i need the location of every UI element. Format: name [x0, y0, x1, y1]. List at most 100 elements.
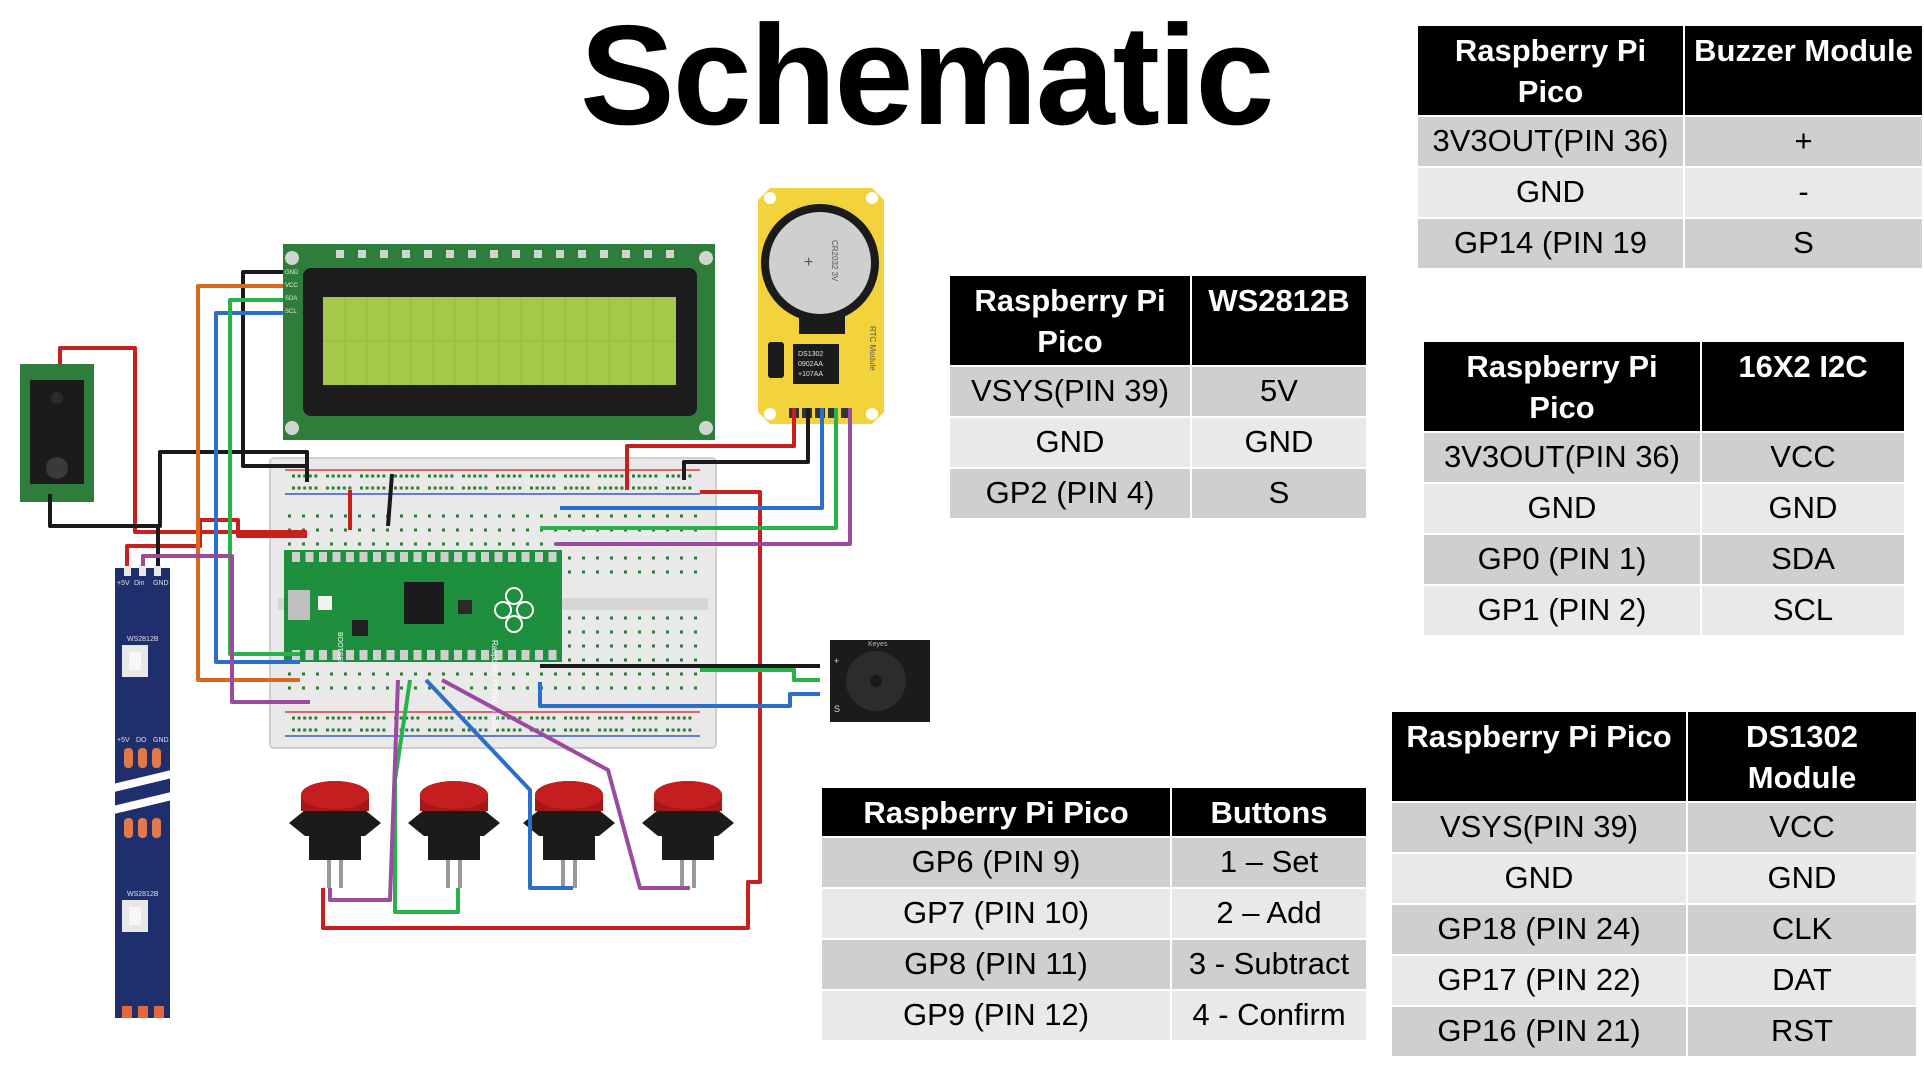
breadboard-hole	[666, 658, 669, 662]
cell-pico: VSYS(PIN 39)	[1390, 800, 1688, 854]
breadboard-hole	[501, 728, 505, 732]
breadboard-hole	[501, 716, 505, 720]
wire-blue-rtc-clk	[560, 408, 824, 510]
breadboard-hole	[473, 474, 477, 478]
breadboard-hole	[568, 658, 571, 662]
pico-pad	[481, 552, 489, 562]
wire-purple-rtc-rst	[556, 408, 852, 546]
cell-pico: VSYS(PIN 39)	[948, 364, 1192, 418]
table-row: GP1 (PIN 2)SCL	[1422, 583, 1906, 637]
breadboard-hole	[682, 486, 686, 490]
pico-pad	[494, 552, 503, 562]
breadboard-hole	[444, 474, 448, 478]
breadboard-hole	[654, 486, 658, 490]
breadboard-hole	[371, 474, 375, 478]
breadboard-hole	[530, 474, 533, 478]
breadboard-hole	[568, 616, 571, 620]
breadboard-hole	[326, 716, 329, 720]
raspberry-pi-pico: Raspberry Pi Pico ©2020 BOOTSEL	[284, 550, 562, 730]
pico-pad	[332, 552, 341, 562]
cell-module: S	[1683, 216, 1924, 270]
page-title: Schematic	[580, 0, 1274, 155]
cell-pico: GP18 (PIN 24)	[1390, 902, 1688, 956]
breadboard-hole	[575, 716, 579, 720]
breadboard-hole	[694, 644, 697, 648]
breadboard-hole	[414, 672, 417, 676]
breadboard-hole	[677, 486, 681, 490]
breadboard-hole	[652, 630, 655, 634]
breadboard-hole	[643, 486, 647, 490]
breadboard-hole	[569, 728, 573, 732]
cell-pico: 3V3OUT(PIN 36)	[1416, 114, 1685, 168]
pico-pad	[521, 650, 530, 660]
breadboard-hole	[410, 716, 414, 720]
breadboard-hole	[400, 542, 403, 546]
breadboard-hole	[568, 514, 571, 518]
breadboard-hole	[501, 486, 505, 490]
breadboard-hole	[360, 486, 363, 490]
breadboard-hole	[512, 728, 516, 732]
pico-pad	[400, 650, 408, 660]
cell-module: S	[1190, 466, 1368, 520]
breadboard-hole	[400, 514, 403, 518]
breadboard-hole	[348, 716, 352, 720]
lcd-header-pin	[424, 250, 432, 258]
button-2	[408, 781, 500, 888]
breadboard-hole	[582, 556, 585, 560]
breadboard-hole	[666, 716, 669, 720]
breadboard-hole	[442, 672, 445, 676]
breadboard-hole	[603, 716, 607, 720]
breadboard-hole	[568, 644, 571, 648]
pico-pad	[467, 552, 476, 562]
breadboard-hole	[682, 728, 686, 732]
breadboard-hole	[530, 716, 533, 720]
breadboard-hole	[546, 716, 550, 720]
breadboard-hole	[376, 716, 380, 720]
breadboard-hole	[316, 672, 319, 676]
strip-led-label: WS2812B	[127, 636, 159, 643]
breadboard-hole	[643, 728, 647, 732]
breadboard-hole	[358, 672, 361, 676]
lcd-pin-vcc: VCC	[285, 283, 298, 289]
breadboard-hole	[484, 728, 488, 732]
breadboard-hole	[501, 474, 505, 478]
breadboard-hole	[541, 474, 545, 478]
breadboard-hole	[637, 486, 641, 490]
breadboard-hole	[478, 486, 482, 490]
breadboard-hole	[694, 658, 697, 662]
breadboard-hole	[439, 474, 443, 478]
pico-pad	[400, 552, 408, 562]
breadboard-hole	[666, 644, 669, 648]
breadboard-hole	[342, 486, 346, 490]
breadboard-hole	[652, 514, 655, 518]
breadboard-hole	[439, 728, 443, 732]
breadboard-hole	[652, 686, 655, 690]
breadboard-hole	[456, 514, 459, 518]
cell-module: GND	[1190, 415, 1368, 469]
cell-module: RST	[1686, 1004, 1918, 1058]
breadboard-hole	[348, 486, 352, 490]
breadboard-hole	[358, 542, 361, 546]
header-pico: Raspberry Pi Pico	[820, 786, 1172, 838]
pico-label: Raspberry Pi Pico ©2020	[490, 640, 499, 730]
lcd-16x2: GND VCC SDA SCL	[283, 244, 715, 440]
breadboard-hole	[637, 474, 641, 478]
breadboard-hole	[680, 556, 683, 560]
breadboard-hole	[331, 474, 335, 478]
breadboard-hole	[496, 728, 499, 732]
breadboard-hole	[414, 514, 417, 518]
cell-pico: GP6 (PIN 9)	[820, 835, 1172, 889]
rtc-chip-code2: +107AA	[798, 371, 823, 378]
breadboard-hole	[671, 486, 675, 490]
breadboard-hole	[582, 570, 585, 574]
pico-pad	[386, 650, 395, 660]
breadboard-hole	[694, 570, 697, 574]
breadboard-hole	[416, 486, 420, 490]
breadboard-hole	[569, 486, 573, 490]
breadboard-hole	[386, 686, 389, 690]
breadboard-hole	[680, 630, 683, 634]
breadboard-hole	[382, 486, 386, 490]
breadboard-hole	[620, 474, 624, 478]
